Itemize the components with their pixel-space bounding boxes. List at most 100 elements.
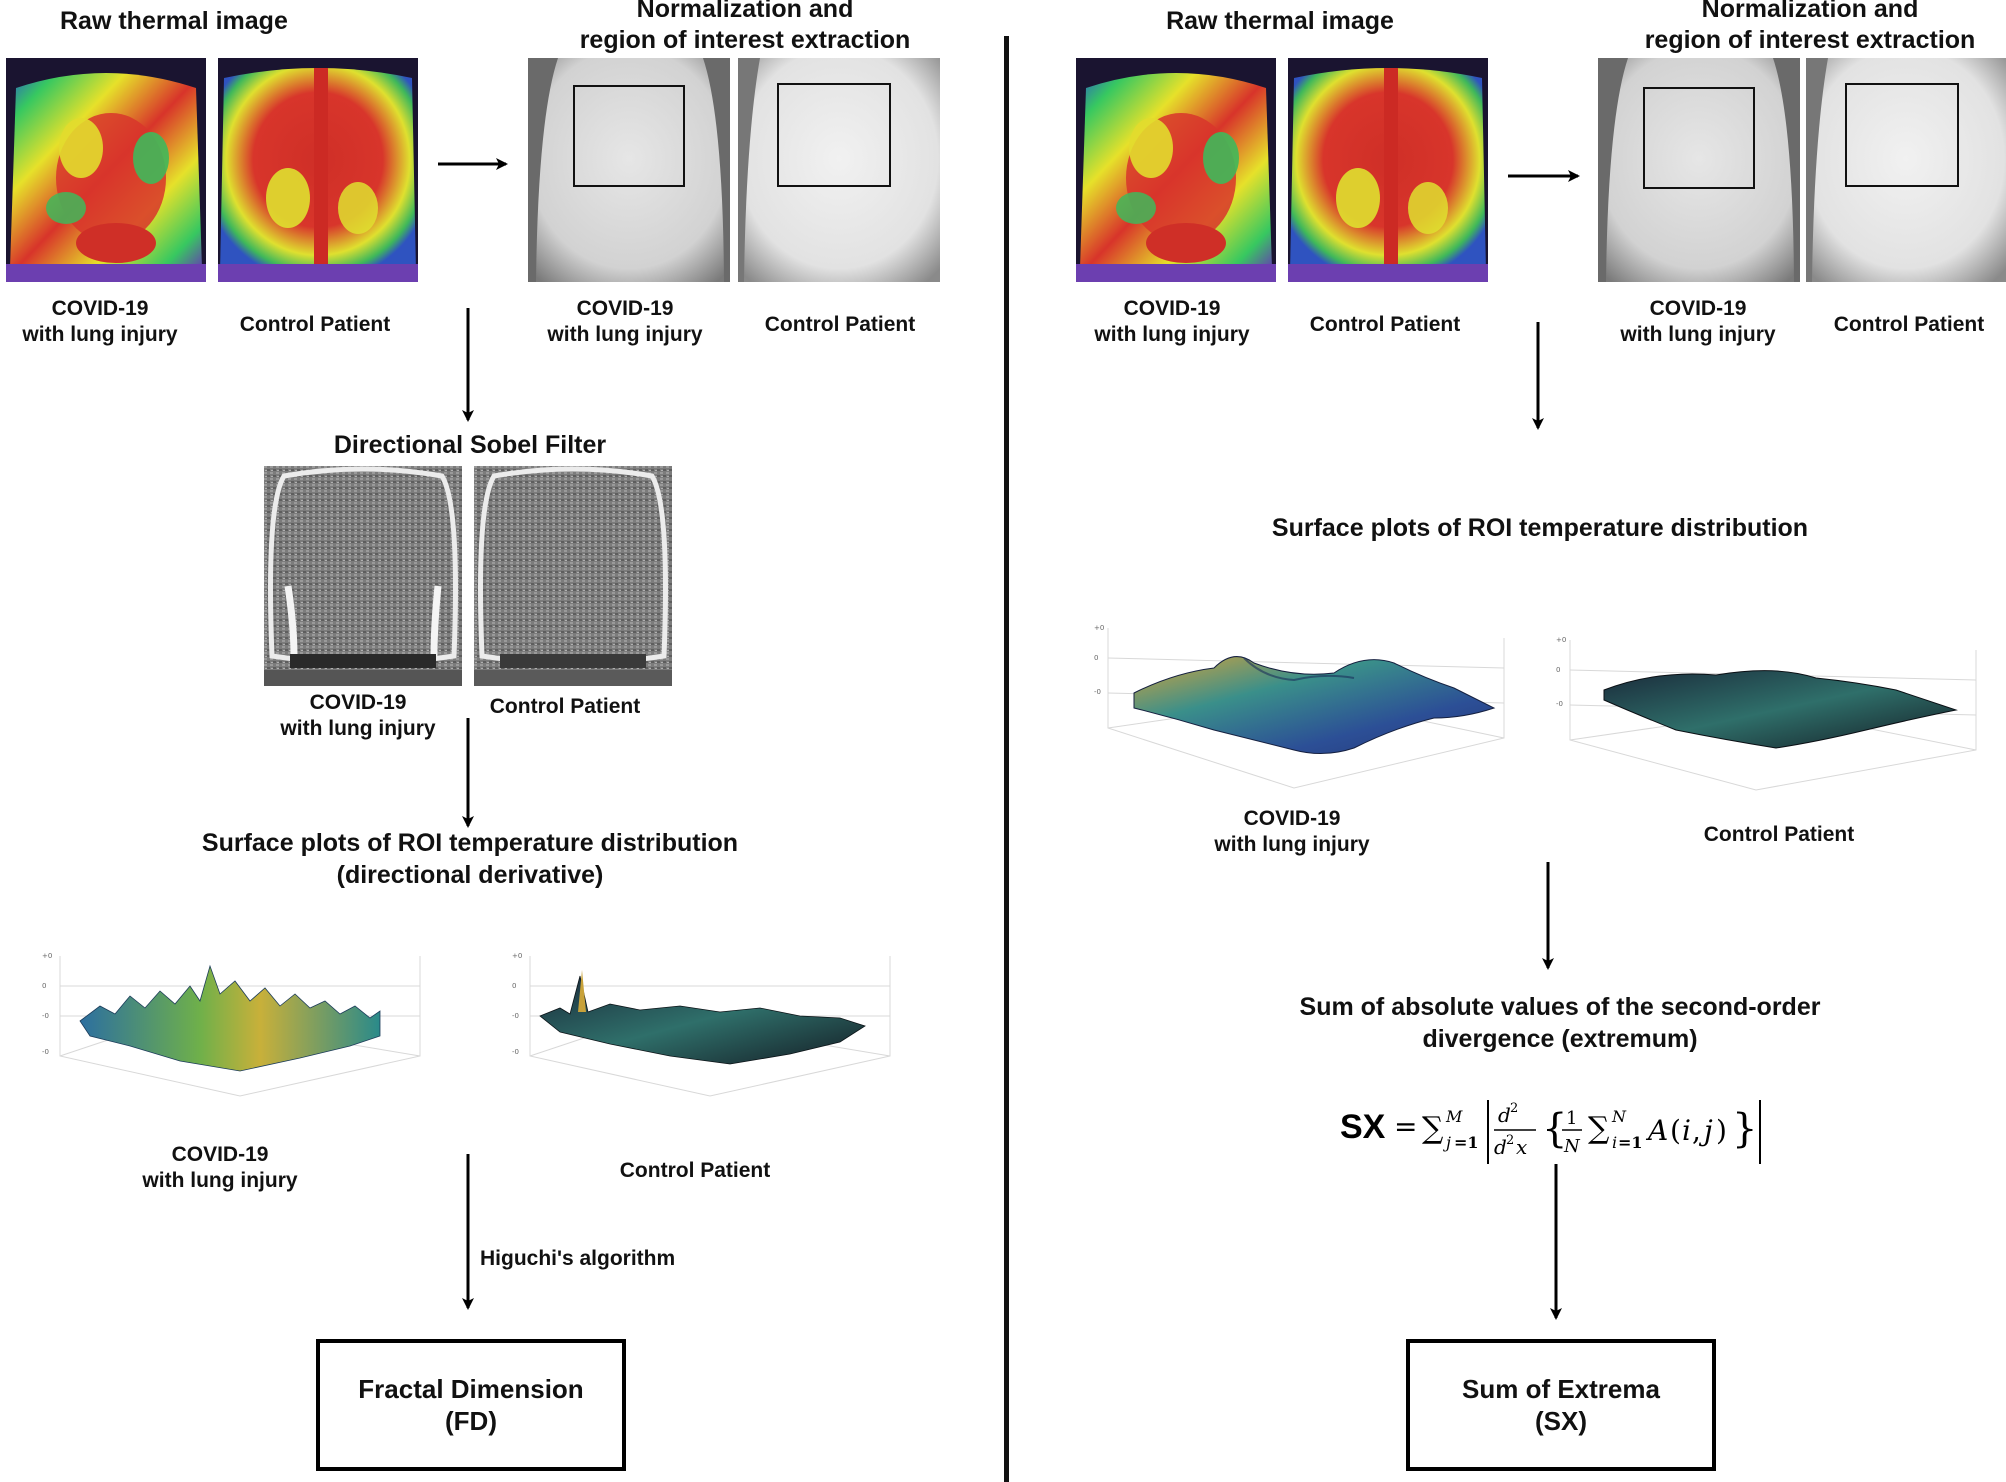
left-arrow-to-normalization bbox=[438, 158, 508, 170]
right-raw-title: Raw thermal image bbox=[1166, 7, 1394, 35]
right-norm-covid-caption-line2: with lung injury bbox=[1620, 323, 1776, 346]
left-sobel-covid-caption-line2: with lung injury bbox=[280, 717, 436, 740]
svg-text:N: N bbox=[1563, 1136, 1581, 1157]
left-arrow-to-fd bbox=[462, 1154, 474, 1310]
right-arrow-to-surface bbox=[1532, 322, 1544, 430]
right-arrow-to-normalization bbox=[1508, 170, 1580, 182]
svg-text:=: = bbox=[1394, 1110, 1417, 1143]
right-sum-title-line2: divergence (extremum) bbox=[1422, 1025, 1698, 1053]
left-sobel-control-caption: Control Patient bbox=[489, 695, 641, 718]
left-arrow-to-sobel bbox=[462, 308, 474, 422]
svg-text:∑: ∑ bbox=[1422, 1111, 1444, 1146]
left-higuchi-label: Higuchi's algorithm bbox=[480, 1247, 676, 1270]
svg-text:): ) bbox=[1716, 1114, 1727, 1147]
right-raw-thermal-control-image bbox=[1288, 58, 1488, 282]
right-norm-title-line2: region of interest extraction bbox=[1644, 26, 1976, 54]
left-sobel-title: Directional Sobel Filter bbox=[333, 431, 607, 459]
left-norm-title-line2: region of interest extraction bbox=[579, 26, 911, 54]
right-normalized-covid-image bbox=[1598, 58, 1800, 282]
svg-text:-0: -0 bbox=[512, 1048, 519, 1056]
svg-text:-0: -0 bbox=[42, 1012, 49, 1020]
left-sobel-control-image bbox=[474, 466, 672, 686]
panel-divider bbox=[1004, 36, 1009, 1482]
svg-text:x: x bbox=[1516, 1135, 1527, 1159]
svg-text:-0: -0 bbox=[1556, 700, 1563, 708]
right-norm-covid-caption-line1: COVID-19 bbox=[1649, 297, 1747, 320]
svg-text:0: 0 bbox=[1556, 666, 1560, 674]
svg-text:M: M bbox=[1445, 1107, 1463, 1126]
left-norm-control-caption: Control Patient bbox=[764, 313, 916, 336]
left-surface-title-line1: Surface plots of ROI temperature distrib… bbox=[201, 829, 739, 857]
left-raw-thermal-control-image bbox=[218, 58, 418, 282]
right-result-box-sum-of-extrema: Sum of Extrema (SX) bbox=[1406, 1339, 1716, 1471]
svg-text:2: 2 bbox=[1510, 1101, 1518, 1116]
svg-text:i: i bbox=[1682, 1114, 1691, 1147]
svg-text:-0: -0 bbox=[1094, 688, 1101, 696]
sx-formula-expression: SX = ∑ M j =1 d 2 d 2 x { 1 N ∑ N i =1 A… bbox=[1340, 1100, 1761, 1164]
left-roi-box-control bbox=[777, 83, 891, 187]
svg-text:=1: =1 bbox=[1618, 1133, 1643, 1152]
right-result-line2: (SX) bbox=[1535, 1406, 1587, 1436]
right-normalized-control-image bbox=[1806, 58, 2006, 282]
left-surface-plot-covid: +0 0 -0 -0 bbox=[42, 952, 421, 1097]
svg-text:2: 2 bbox=[1506, 1133, 1514, 1148]
left-norm-covid-caption-line1: COVID-19 bbox=[576, 297, 674, 320]
right-norm-control-caption: Control Patient bbox=[1833, 313, 1985, 336]
svg-text:+0: +0 bbox=[1556, 636, 1566, 644]
svg-text:+0: +0 bbox=[42, 952, 52, 960]
svg-text:i: i bbox=[1612, 1133, 1617, 1152]
right-surface-plot-covid: +00-0 bbox=[1094, 624, 1505, 789]
svg-text:}: } bbox=[1732, 1106, 1757, 1152]
left-raw-covid-caption-line2: with lung injury bbox=[22, 323, 178, 346]
svg-text:,: , bbox=[1692, 1114, 1701, 1147]
left-sobel-covid-image bbox=[264, 466, 462, 686]
svg-text:N: N bbox=[1611, 1107, 1627, 1126]
right-surface-covid-caption-line2: with lung injury bbox=[1214, 833, 1370, 856]
left-raw-covid-caption-line1: COVID-19 bbox=[51, 297, 149, 320]
left-result-box-fractal-dimension: Fractal Dimension (FD) bbox=[316, 1339, 626, 1471]
svg-text:+0: +0 bbox=[512, 952, 522, 960]
right-raw-thermal-covid-image bbox=[1076, 58, 1276, 282]
left-raw-control-caption: Control Patient bbox=[239, 313, 391, 336]
right-raw-covid-caption-line1: COVID-19 bbox=[1123, 297, 1221, 320]
left-sobel-covid-caption-line1: COVID-19 bbox=[309, 691, 407, 714]
svg-text:d: d bbox=[1498, 1103, 1511, 1127]
left-roi-box-covid bbox=[573, 85, 685, 187]
right-roi-box-covid bbox=[1643, 87, 1755, 189]
sx-formula: SX = ∑ M j =1 d 2 d 2 x { 1 N ∑ N i =1 A… bbox=[1338, 1080, 1768, 1178]
svg-text:j: j bbox=[1443, 1133, 1451, 1152]
svg-text:{: { bbox=[1542, 1106, 1567, 1152]
left-surface-control-caption: Control Patient bbox=[619, 1159, 771, 1182]
svg-text:-0: -0 bbox=[42, 1048, 49, 1056]
left-norm-title-line1: Normalization and bbox=[636, 0, 854, 23]
svg-text:-0: -0 bbox=[512, 1012, 519, 1020]
left-surface-covid-caption-line2: with lung injury bbox=[142, 1169, 298, 1192]
right-surface-title: Surface plots of ROI temperature distrib… bbox=[1271, 514, 1809, 542]
right-surface-covid-caption-line1: COVID-19 bbox=[1243, 807, 1341, 830]
right-arrow-to-sum bbox=[1542, 862, 1554, 970]
right-raw-control-caption: Control Patient bbox=[1309, 313, 1461, 336]
left-surface-covid-caption-line1: COVID-19 bbox=[171, 1143, 269, 1166]
left-surface-plot-control: +0 0 -0 -0 bbox=[512, 952, 891, 1097]
left-normalized-control-image bbox=[738, 58, 940, 282]
svg-text:0: 0 bbox=[42, 982, 46, 990]
svg-text:0: 0 bbox=[512, 982, 516, 990]
left-arrow-to-surface bbox=[462, 718, 474, 828]
right-raw-covid-caption-line2: with lung injury bbox=[1094, 323, 1250, 346]
left-surface-title-line2: (directional derivative) bbox=[336, 861, 604, 889]
right-arrow-to-sx bbox=[1550, 1164, 1562, 1320]
left-result-line1: Fractal Dimension bbox=[358, 1373, 584, 1404]
sx-formula-symbol: SX bbox=[1340, 1108, 1386, 1146]
svg-text:d: d bbox=[1494, 1135, 1507, 1159]
svg-text:(: ( bbox=[1670, 1114, 1681, 1147]
right-norm-title-line1: Normalization and bbox=[1701, 0, 1919, 23]
svg-text:1: 1 bbox=[1566, 1108, 1577, 1129]
left-norm-covid-caption-line2: with lung injury bbox=[547, 323, 703, 346]
svg-text:=1: =1 bbox=[1454, 1133, 1479, 1152]
svg-text:0: 0 bbox=[1094, 654, 1098, 662]
right-sum-title-line1: Sum of absolute values of the second-ord… bbox=[1299, 993, 1821, 1021]
svg-text:∑: ∑ bbox=[1588, 1111, 1610, 1146]
left-result-line2: (FD) bbox=[445, 1406, 497, 1436]
right-roi-box-control bbox=[1845, 83, 1959, 187]
left-normalized-covid-image bbox=[528, 58, 730, 282]
